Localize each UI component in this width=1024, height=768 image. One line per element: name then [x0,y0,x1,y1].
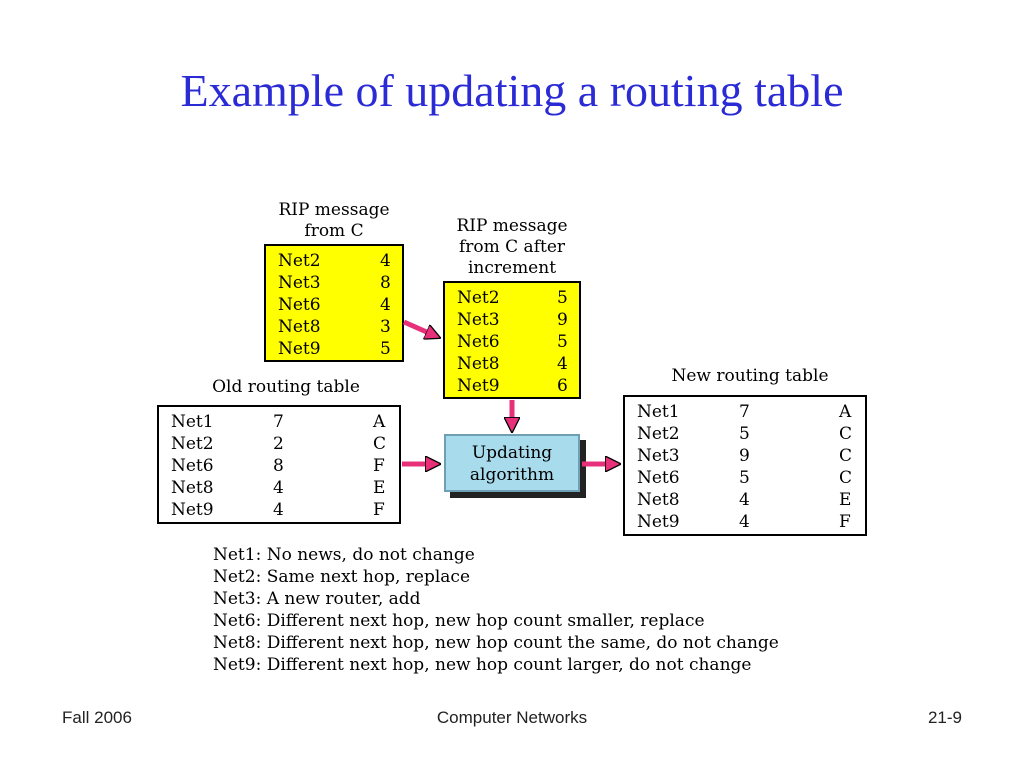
incremented-message-caption: RIP message from C after increment [456,216,568,278]
note-line: Net2: Same next hop, replace [213,567,471,587]
arrow-increment [402,319,438,337]
note-line: Net3: A new router, add [213,589,421,609]
new-table-caption: New routing table [671,366,829,386]
footer-right: 21-9 [927,708,962,727]
updating-algorithm-box: Updating algorithm [444,434,580,492]
footer-left: Fall 2006 [62,708,132,727]
update-notes: Net1: No news, do not change Net2: Same … [213,544,779,676]
note-line: Net6: Different next hop, new hop count … [213,611,705,631]
footer-center: Computer Networks [436,708,588,727]
note-line: Net1: No news, do not change [213,545,475,565]
old-table-caption: Old routing table [212,377,360,397]
slide-title: Example of updating a routing table [180,65,844,116]
note-line: Net8: Different next hop, new hop count … [213,633,779,653]
note-line: Net9: Different next hop, new hop count … [213,655,752,675]
rip-message-caption: RIP message from C [278,200,390,241]
